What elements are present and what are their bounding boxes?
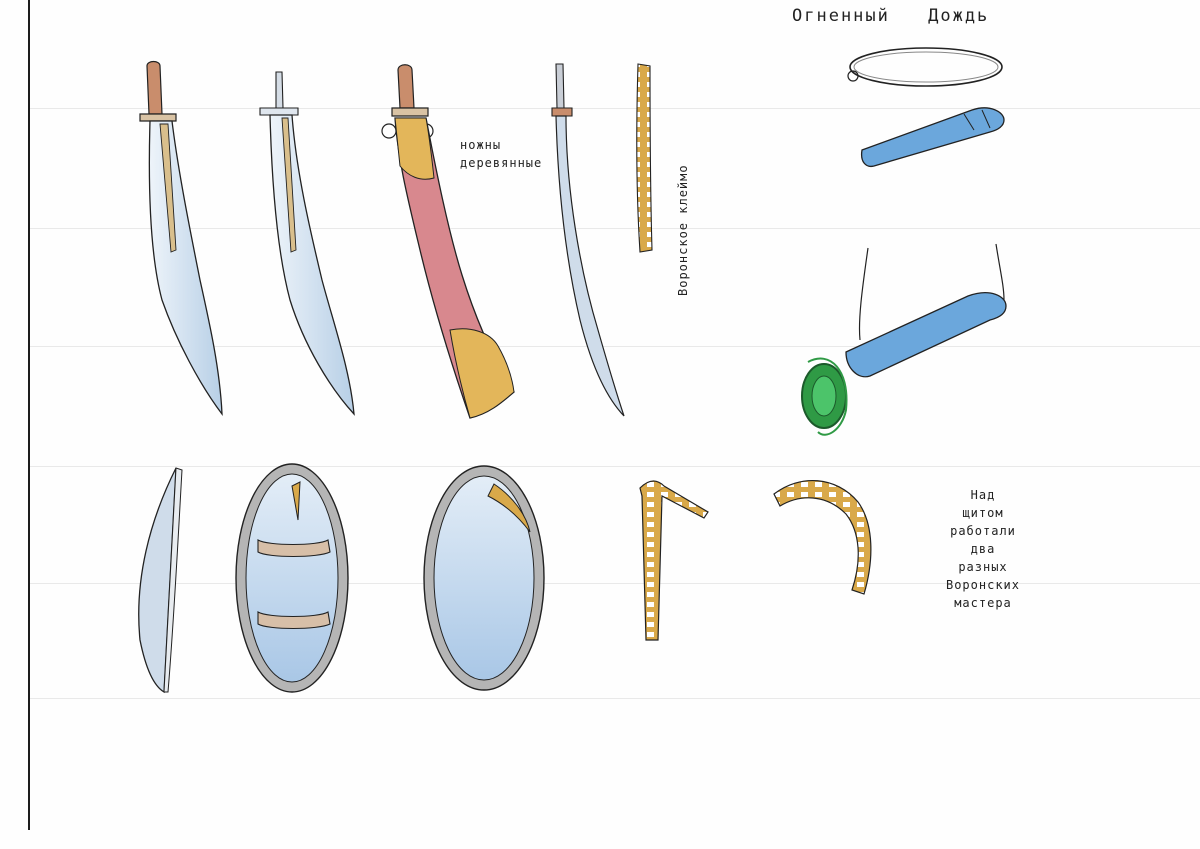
margin-line xyxy=(28,0,30,830)
thin-curved-sword-icon xyxy=(551,63,625,417)
sabre-with-brown-hilt-icon xyxy=(139,60,223,417)
sabre-with-silver-crossguard-icon xyxy=(259,71,355,416)
ruled-line xyxy=(30,108,1200,109)
page-title: Огненный Дождь xyxy=(792,6,990,26)
scabbard-note: ножны деревянные xyxy=(460,138,543,170)
gold-arched-fitting-icon xyxy=(773,479,872,595)
ruled-line xyxy=(30,466,1200,467)
metal-ring-icon xyxy=(847,47,1003,87)
ruled-line xyxy=(30,346,1200,347)
shield-note: Над щитом работали два разных Воронских … xyxy=(945,488,1021,610)
shield-back-view-icon xyxy=(235,463,349,693)
wooden-scabbard-with-flame-pattern-icon xyxy=(381,64,515,419)
ruled-line xyxy=(30,583,1200,584)
stamp-note: Воронское клеймо xyxy=(676,164,690,296)
shield-front-view-icon xyxy=(423,465,545,691)
ruled-line xyxy=(30,698,1200,699)
ruled-line xyxy=(30,228,1200,229)
green-gem-pendant-icon xyxy=(801,243,1007,436)
gold-openwork-stamp-icon xyxy=(636,63,653,253)
shield-side-view-icon xyxy=(138,467,183,694)
blue-bar-icon xyxy=(860,107,1005,168)
gold-angled-fitting-icon xyxy=(639,480,709,641)
